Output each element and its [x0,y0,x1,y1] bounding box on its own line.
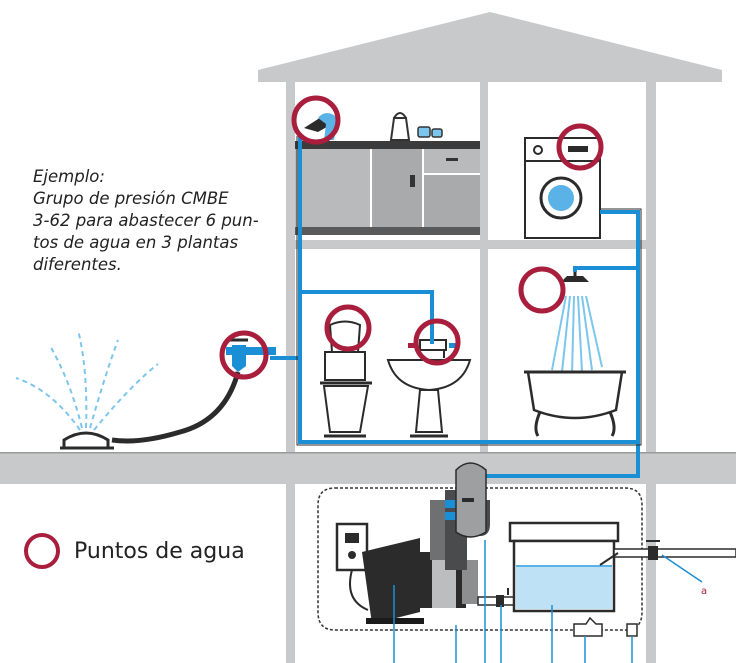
caption-line-1: Ejemplo: [33,167,105,186]
legend-ring-icon [24,533,60,569]
water-point-markers [219,95,604,380]
drain-valve [626,623,638,637]
water-point-garden-tap [219,330,269,380]
washing-machine [524,137,601,239]
caption-line-4: tos de agua en 3 plantas [33,233,239,252]
kettle-icon [389,112,411,141]
house-roof [258,12,722,82]
caption-line-2: Grupo de presión CMBE [33,189,229,208]
garden-hose [111,371,241,444]
caption-line-5: diferentes. [33,255,122,274]
house-structure [0,12,736,663]
floor-upper [286,240,656,249]
callout-a-label: a [701,586,707,597]
house-wall-center [480,82,488,454]
callout-lines [393,540,633,663]
technical-room-boundary [317,487,643,631]
water-tank [508,521,620,613]
example-caption: Ejemplo: Grupo de presión CMBE 3-62 para… [33,166,268,276]
ground-floor-slab [0,452,736,484]
caption-line-3: 3-62 para abastecer 6 pun- [33,211,259,230]
garden-tap-icon [226,338,276,372]
house-wall-left [286,82,295,663]
house-wall-right [646,82,656,663]
ground-line [0,452,736,454]
bathtub [524,370,626,437]
washbasin [386,339,472,438]
water-point-kitchen-tap [291,95,341,145]
pipe-outline [296,136,642,446]
cups-icon [417,126,443,138]
check-valve [573,616,603,637]
legend: Puntos de agua [24,533,245,569]
pressure-tank [455,462,490,538]
callout-a-leader [661,554,703,583]
pipe-network [270,136,640,520]
kitchen-counter [295,141,480,235]
inlet-pipe [599,540,736,566]
control-box-icon [335,522,369,611]
water-point-shower [518,266,566,314]
sprinkler-spray [15,329,159,431]
sprinkler-icon [60,431,114,450]
toilet [320,320,372,438]
water-point-washbasin [413,318,461,366]
legend-label: Puntos de agua [74,538,245,564]
water-point-toilet [324,304,372,352]
shower-spray [551,295,603,375]
water-point-washing-machine [556,123,604,171]
